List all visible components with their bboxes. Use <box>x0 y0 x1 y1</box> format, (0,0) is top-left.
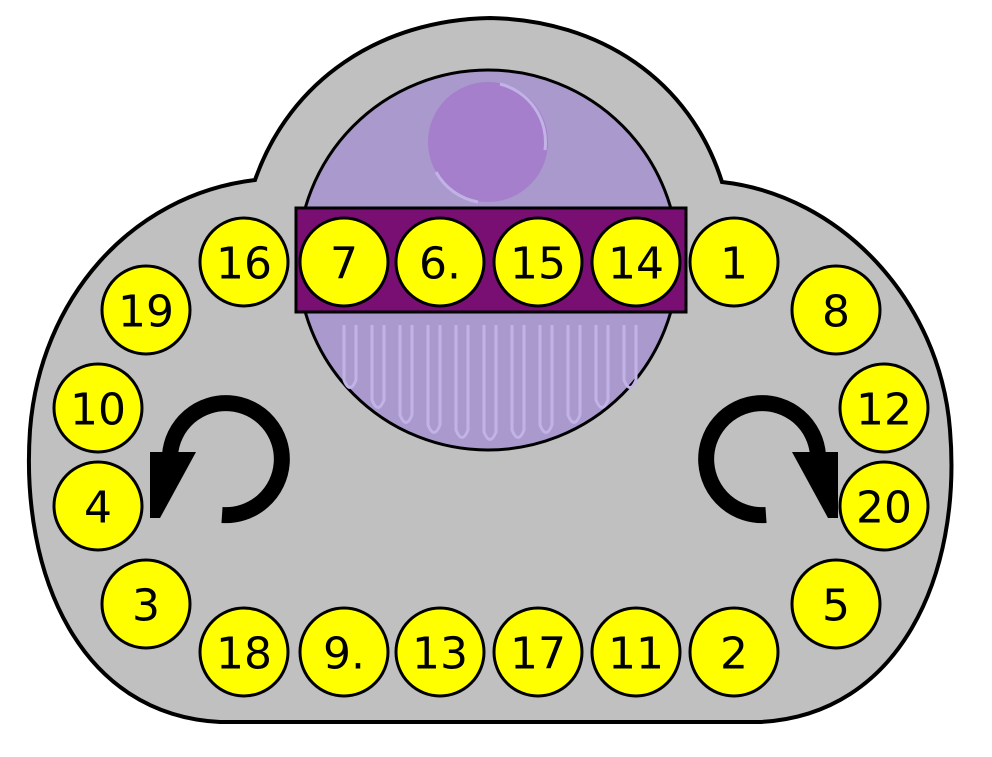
tile-disc <box>298 216 390 308</box>
tile-number: 2 <box>720 629 748 680</box>
tile-number: 19 <box>118 287 174 338</box>
tile-number: 4 <box>84 483 112 534</box>
tile-number: 7 <box>330 239 358 290</box>
tile-disc <box>198 216 290 308</box>
dome-stripes <box>342 325 638 441</box>
tile-6[interactable]: 6. <box>394 216 486 308</box>
tile-11[interactable]: 11 <box>590 606 682 698</box>
tile-3[interactable]: 3 <box>100 558 192 650</box>
tile-9[interactable]: 9. <box>298 606 390 698</box>
tile-disc <box>100 558 192 650</box>
tile-18[interactable]: 18 <box>198 606 290 698</box>
tiles-layer: 16 7 6. 15 14 1 19 8 10 12 4 20 3 5 18 9. 13 17 11 2 <box>52 216 930 698</box>
tile-disc <box>590 606 682 698</box>
tile-number: 5 <box>822 581 850 632</box>
tile-disc <box>394 606 486 698</box>
rotate-right-button[interactable] <box>698 395 838 524</box>
tile-number: 18 <box>216 629 272 680</box>
tile-1[interactable]: 1 <box>688 216 780 308</box>
tile-number: 20 <box>856 483 912 534</box>
tile-disc <box>838 362 930 454</box>
tile-disc <box>790 558 882 650</box>
tile-number: 9. <box>323 629 365 680</box>
tile-disc <box>590 216 682 308</box>
tile-number: 15 <box>510 239 566 290</box>
tile-disc <box>52 362 144 454</box>
tile-10[interactable]: 10 <box>52 362 144 454</box>
tile-2[interactable]: 2 <box>688 606 780 698</box>
planet-shadow <box>434 171 479 204</box>
tile-disc <box>492 216 584 308</box>
tile-15[interactable]: 15 <box>492 216 584 308</box>
tile-7[interactable]: 7 <box>298 216 390 308</box>
tile-12[interactable]: 12 <box>838 362 930 454</box>
tile-8[interactable]: 8 <box>790 264 882 356</box>
tile-disc <box>492 606 584 698</box>
tile-disc <box>52 460 144 552</box>
tile-number: 17 <box>510 629 566 680</box>
tile-number: 6. <box>419 239 461 290</box>
tile-disc <box>688 216 780 308</box>
tile-number: 3 <box>132 581 160 632</box>
tile-disc <box>688 606 780 698</box>
tile-20[interactable]: 20 <box>838 460 930 552</box>
tile-number: 8 <box>822 287 850 338</box>
tile-5[interactable]: 5 <box>790 558 882 650</box>
tile-number: 14 <box>608 239 664 290</box>
tile-disc <box>198 606 290 698</box>
tile-number: 1 <box>720 239 748 290</box>
tile-4[interactable]: 4 <box>52 460 144 552</box>
tile-number: 11 <box>608 629 664 680</box>
rotate-counterclockwise-icon <box>162 395 290 524</box>
tile-16[interactable]: 16 <box>198 216 290 308</box>
tile-17[interactable]: 17 <box>492 606 584 698</box>
tile-disc <box>394 216 486 308</box>
planet <box>428 82 548 202</box>
tile-13[interactable]: 13 <box>394 606 486 698</box>
tile-19[interactable]: 19 <box>100 264 192 356</box>
tile-number: 10 <box>70 385 126 436</box>
planet-highlight <box>499 82 547 151</box>
tile-disc <box>100 264 192 356</box>
tile-disc <box>790 264 882 356</box>
tile-disc <box>298 606 390 698</box>
rotate-left-button[interactable] <box>150 395 290 524</box>
tile-14[interactable]: 14 <box>590 216 682 308</box>
tile-disc <box>838 460 930 552</box>
tile-number: 13 <box>412 629 468 680</box>
rotate-counterclockwise-arrowhead <box>150 452 196 518</box>
rotate-clockwise-icon <box>698 395 826 524</box>
tile-number: 16 <box>216 239 272 290</box>
rotate-clockwise-arrowhead <box>792 452 838 518</box>
tile-number: 12 <box>856 385 912 436</box>
